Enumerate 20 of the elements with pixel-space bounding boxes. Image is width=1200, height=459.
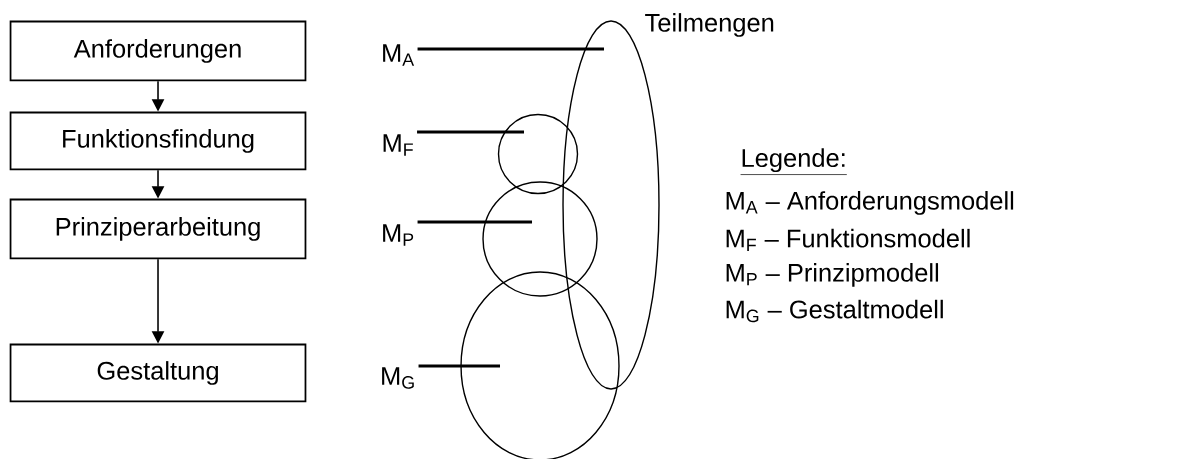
process-box: Prinziperarbeitung [9, 198, 307, 260]
circle [482, 181, 598, 297]
process-box: Funktionsfindung [9, 111, 307, 171]
legend-title: Legende: [740, 148, 848, 175]
legend-entry: M$_{P}$ – Prinzipmodell [726, 263, 939, 287]
heading: Teilmengen [645, 13, 774, 37]
legend-entry: M$_{F}$ – Funktionsmodell [726, 228, 970, 252]
set-label: M$_{P}$ [383, 224, 414, 246]
leader-line [417, 220, 532, 224]
set-label: M$_{A}$ [383, 44, 415, 66]
legend-entry: M$_{G}$ – Gestaltmodell [726, 299, 943, 323]
set-label: M$_{G}$ [382, 367, 414, 389]
leader-line [418, 364, 500, 368]
process-box: Gestaltung [9, 343, 307, 403]
legend-entry: M$_{A}$ – Anforderungsmodell [726, 191, 1014, 215]
leader-line [417, 130, 524, 134]
set-label: M$_{F}$ [383, 134, 413, 156]
circle [497, 113, 579, 195]
process-box: Anforderungen [9, 20, 307, 82]
leader-line [417, 47, 604, 51]
